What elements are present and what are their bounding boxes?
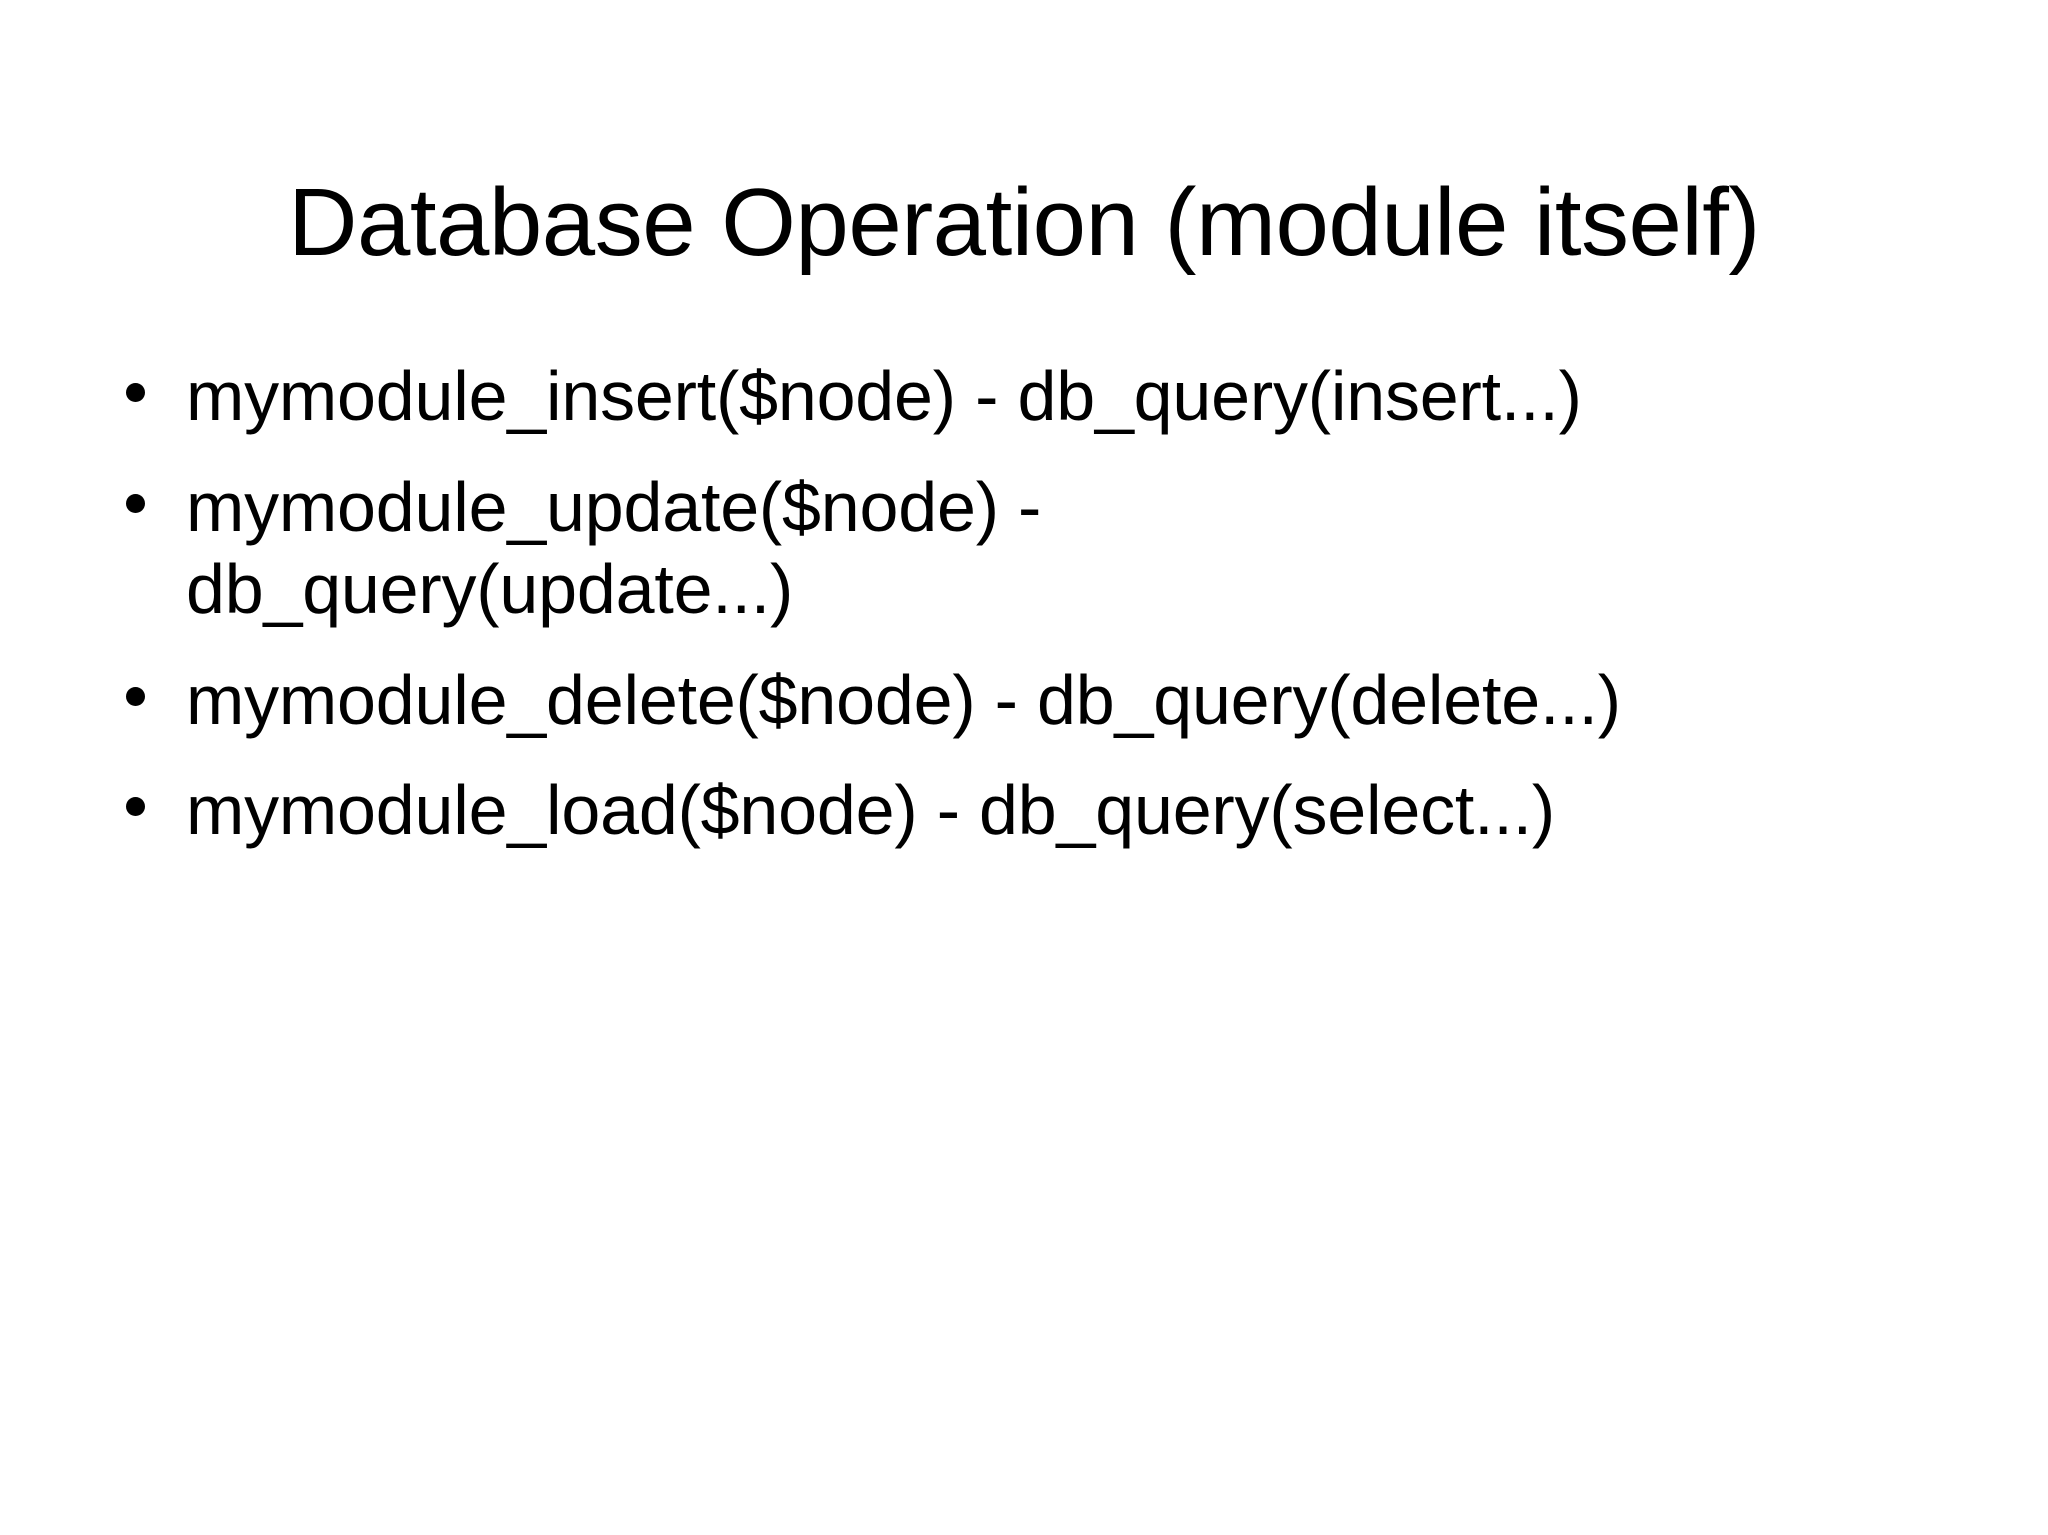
list-item[interactable]: mymodule_load($node) - db_query(select..… (118, 769, 1948, 852)
list-item[interactable]: mymodule_delete($node) - db_query(delete… (118, 659, 1948, 742)
disc-bullet-icon (126, 383, 145, 402)
list-item-label: mymodule_insert($node) - db_query(insert… (186, 357, 1582, 435)
disc-bullet-icon (126, 686, 145, 706)
list-item-label: mymodule_update($node) - db_query(update… (186, 467, 1042, 629)
disc-bullet-icon (126, 493, 145, 513)
list-item-label: mymodule_delete($node) - db_query(delete… (186, 660, 1621, 739)
list-item[interactable]: mymodule_update($node) - db_query(update… (118, 466, 1948, 631)
slide-bullet-list: mymodule_insert($node) - db_query(insert… (118, 355, 1948, 852)
disc-bullet-icon (126, 797, 145, 817)
slide-title: Database Operation (module itself) (288, 169, 1760, 277)
list-item[interactable]: mymodule_insert($node) - db_query(insert… (118, 355, 1948, 438)
list-item-label: mymodule_load($node) - db_query(select..… (186, 771, 1555, 850)
